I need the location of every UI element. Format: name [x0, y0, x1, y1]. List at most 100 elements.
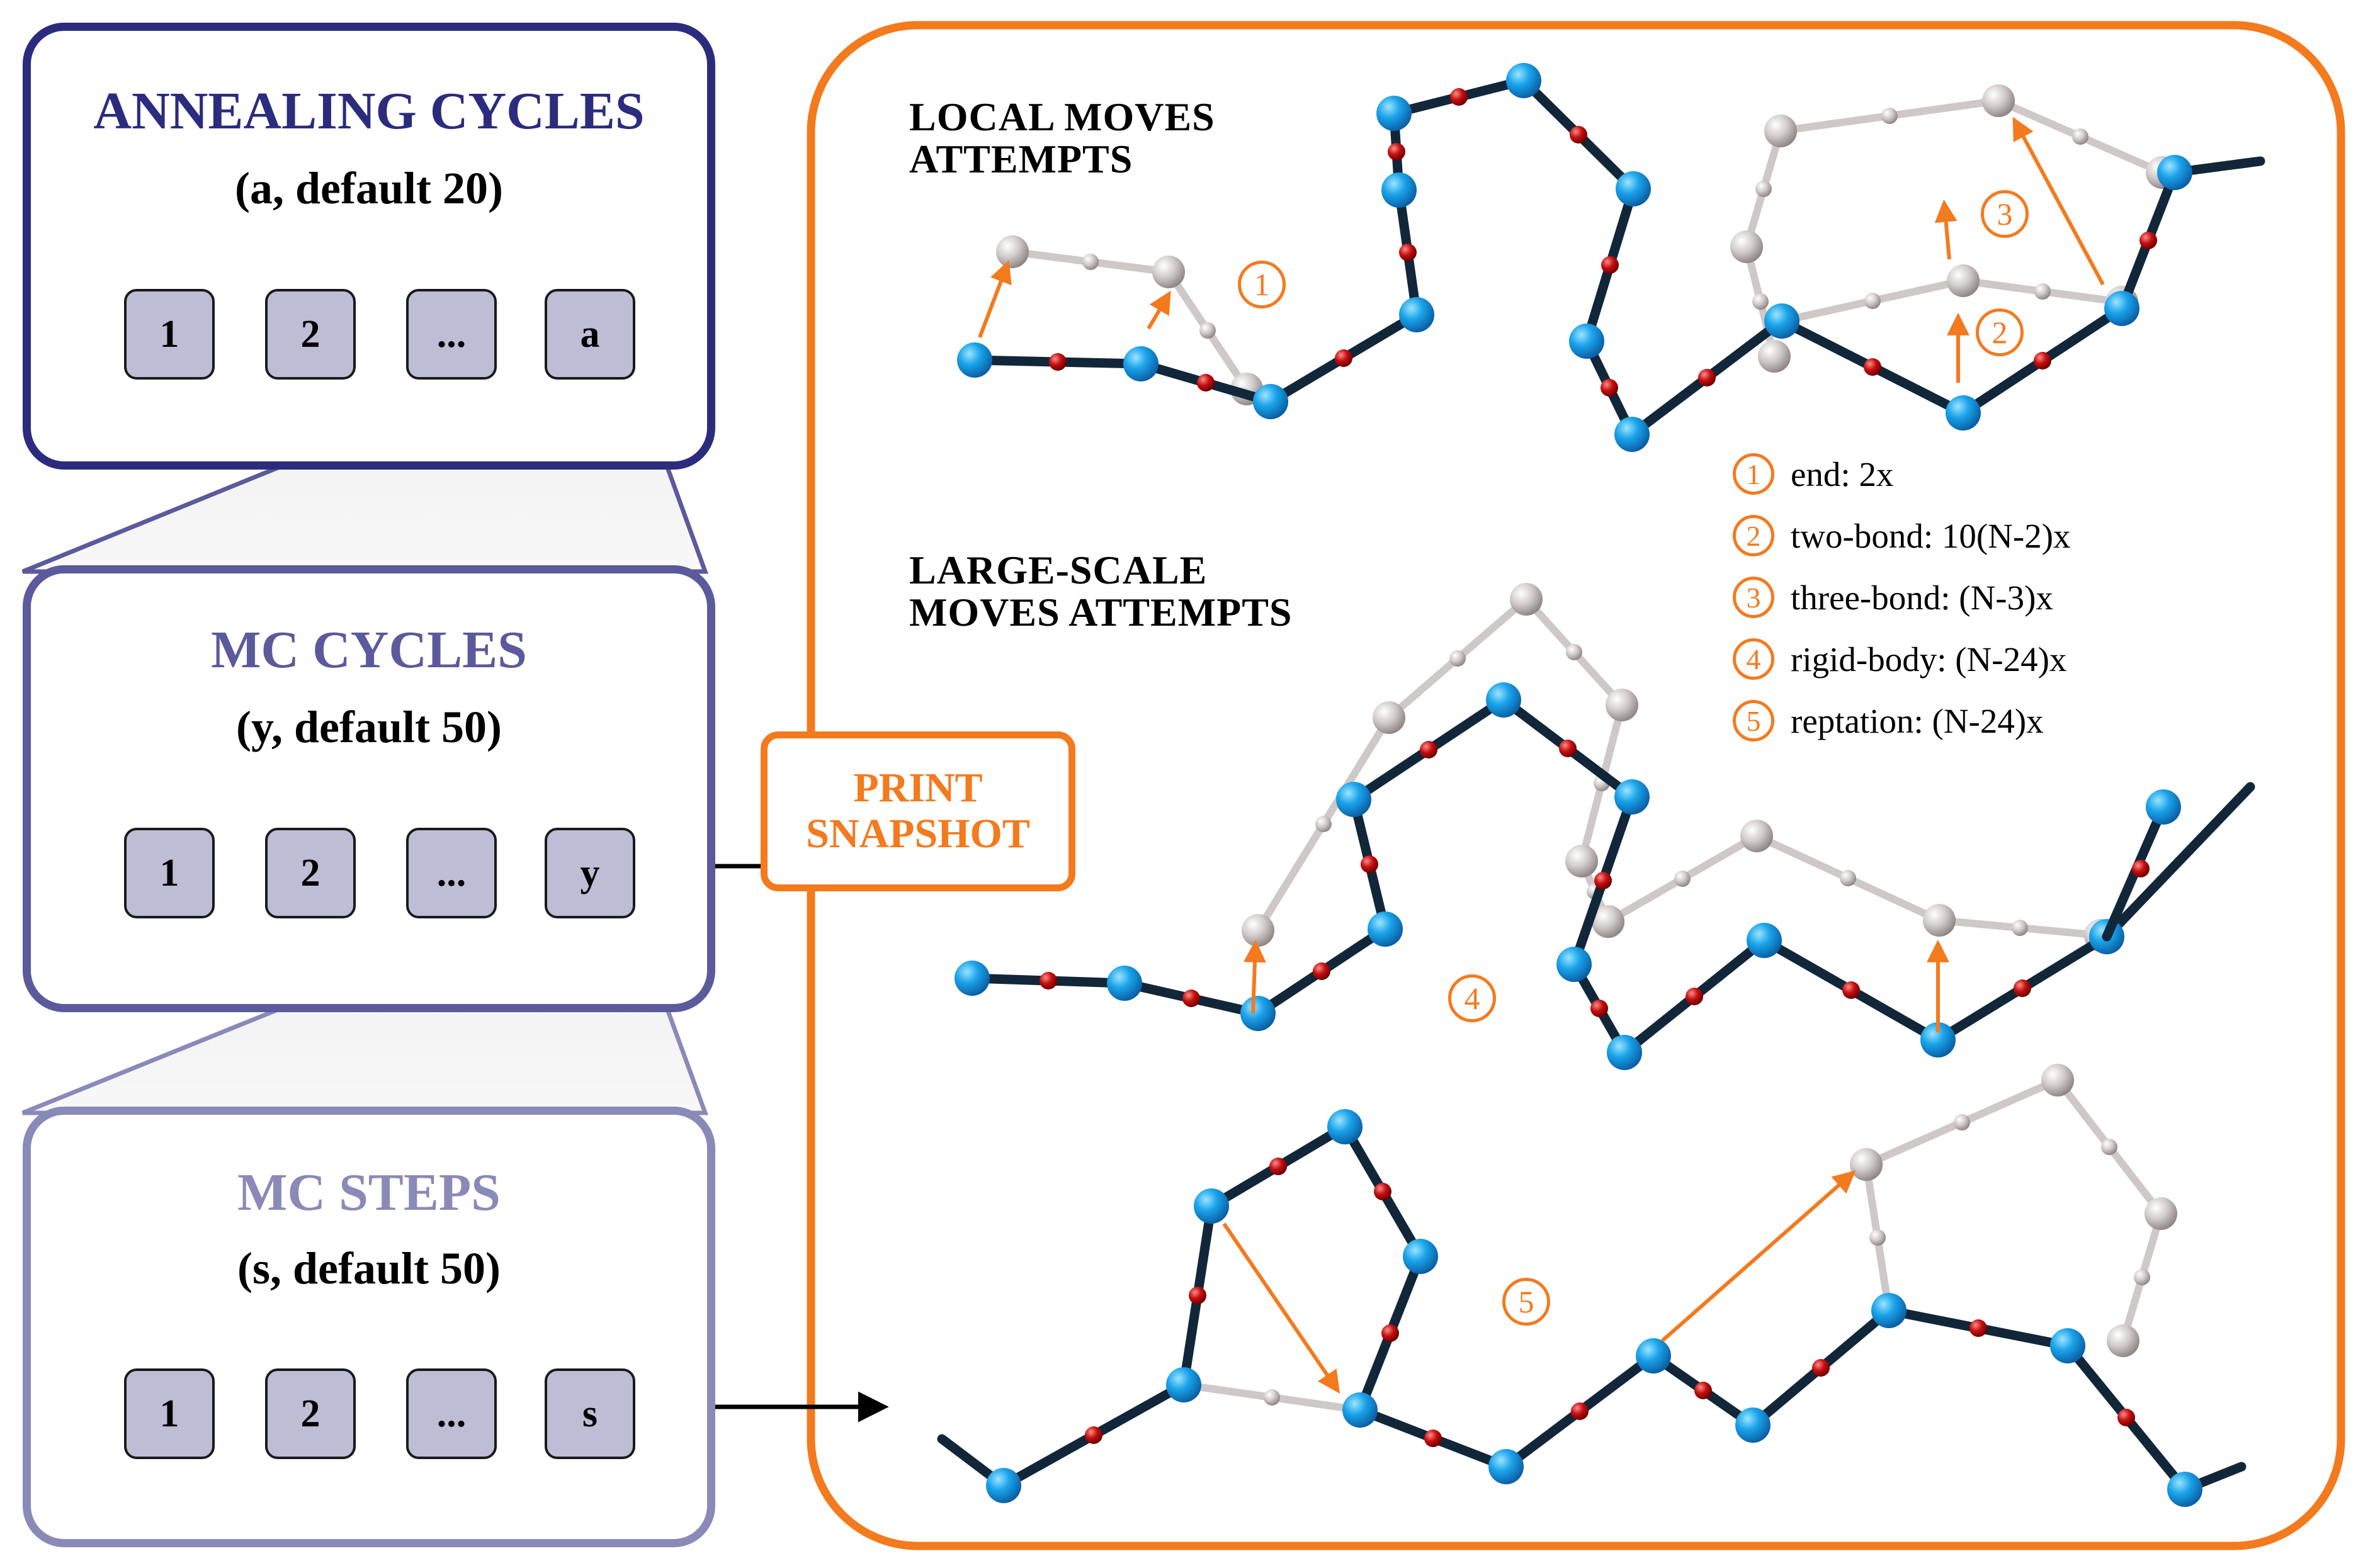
rigid-body-chain-bead	[955, 961, 990, 996]
reptation-chain-small-bead	[1424, 1430, 1442, 1447]
reptation-chain-bead	[1403, 1239, 1438, 1274]
rigid-body-ghost-b-small-bead	[2012, 920, 2028, 936]
mc-steps-title: MC STEPS	[237, 1163, 501, 1222]
reptation-ghost-c-small-bead	[1264, 1389, 1280, 1406]
local-three-bond-ghost-c-bead	[1982, 84, 2015, 117]
legend-number-4: 4	[1733, 638, 1774, 680]
reptation-ghost-b-small-bead	[1869, 1229, 1886, 1246]
mc-cycles-title: MC CYCLES	[211, 621, 527, 679]
local-chain-bead	[1569, 324, 1604, 359]
mc-cycles-box-1: 1	[124, 828, 215, 918]
rigid-body-ghost-bead	[1606, 689, 1638, 721]
reptation-chain-small-bead	[1571, 1402, 1589, 1420]
rigid-body-chain-small-bead	[1361, 855, 1378, 873]
rigid-body-ghost-b-bead	[1592, 905, 1624, 938]
local-chain-small-bead	[1450, 88, 1468, 106]
legend-number-3: 3	[1733, 577, 1774, 618]
annealing-title: ANNEALING CYCLES	[93, 82, 645, 140]
local-end-ghost-small-bead	[1082, 254, 1099, 270]
reptation-ghost-bead	[2145, 1197, 2177, 1230]
local-chain-small-bead	[1698, 369, 1716, 386]
rigid-body-ghost-b-bead	[1740, 820, 1773, 852]
rigid-body-ghost-bead	[1565, 845, 1598, 877]
rigid-body-ghost-small-bead	[1566, 644, 1582, 660]
annealing-box-ellipsis: ...	[406, 289, 497, 380]
local-chain-bead	[1616, 171, 1651, 206]
local-move-arrow-3b	[2012, 116, 2105, 286]
move-marker-4: 4	[1448, 974, 1496, 1022]
reptation-chain-bead	[2050, 1328, 2085, 1363]
local-chain-small-bead	[1601, 256, 1619, 274]
mc-steps-subtitle: (s, default 50)	[237, 1243, 501, 1294]
reptation-chain-bead	[1488, 1449, 1524, 1484]
reptation-ghost-b-bead	[1850, 1148, 1883, 1181]
reptation-arrow-b	[1661, 1170, 1856, 1343]
annealing-cycles-panel: ANNEALING CYCLES (a, default 20) 1 2 ...…	[23, 23, 715, 470]
legend-number-2: 2	[1733, 515, 1774, 556]
reptation-chain-small-bead	[1374, 1183, 1391, 1200]
local-three-bond-ghost-small-bead	[1755, 181, 1772, 197]
rigid-body-ghost-bead	[1373, 701, 1405, 734]
mc-cycles-box-y: y	[545, 828, 635, 918]
rigid-body-chain-small-bead	[1420, 741, 1437, 759]
rigid-body-chain-bead	[1614, 779, 1650, 815]
reptation-chain-small-bead	[1812, 1359, 1830, 1377]
annealing-box-1: 1	[124, 289, 215, 380]
reptation-chain-bead	[986, 1468, 1021, 1503]
reptation-arrow-a	[1222, 1222, 1340, 1394]
reptation-chain-small-bead	[1381, 1324, 1399, 1342]
reptation-ghost-small-bead	[2101, 1139, 2117, 1155]
local-three-bond-ghost-c-bead	[1764, 115, 1797, 147]
rigid-body-ghost-bead	[1510, 583, 1543, 616]
reptation-chain-bead	[1327, 1109, 1363, 1144]
reptation-chain-bead	[1194, 1188, 1229, 1224]
local-two-bond-ghost-small-bead	[1864, 293, 1881, 309]
local-three-bond-ghost-bead	[1758, 340, 1791, 373]
local-chain-small-bead	[1570, 126, 1587, 144]
rigid-body-chain-small-bead	[1559, 740, 1577, 757]
rigid-body-chain-bead	[1107, 966, 1142, 1001]
rigid-body-chain-bond	[2102, 782, 2255, 942]
local-chain-small-bead	[2139, 232, 2157, 249]
legend-number-5: 5	[1733, 700, 1774, 742]
local-chain-bead	[1381, 172, 1417, 208]
print-snapshot-line2: SNAPSHOT	[806, 811, 1030, 857]
local-chain-bead	[1123, 346, 1159, 381]
rigid-body-chain-small-bead	[1182, 990, 1200, 1007]
reptation-ghost-small-bead	[2134, 1269, 2150, 1285]
mc-cycles-panel: MC CYCLES (y, default 50) 1 2 ... y	[23, 565, 715, 1012]
reptation-chain-bead	[1735, 1407, 1771, 1443]
rigid-body-chain-small-bead	[1313, 962, 1330, 980]
print-snapshot-line1: PRINT	[853, 765, 983, 811]
rigid-body-chain-bead	[2146, 789, 2181, 825]
local-chain-small-bead	[1601, 379, 1618, 397]
reptation-chain-bead	[2167, 1472, 2202, 1507]
rigid-body-chain-small-bead	[1040, 972, 1057, 990]
local-chain-bead	[1376, 96, 1412, 131]
reptation-chain-small-bead	[1969, 1319, 1987, 1337]
rigid-body-ghost-b-bead	[1923, 904, 1956, 937]
local-three-bond-ghost-c-small-bead	[1881, 108, 1898, 124]
local-end-ghost-small-bead	[1199, 322, 1216, 339]
mc-steps-box-1: 1	[124, 1368, 215, 1459]
local-chain-bead	[1614, 417, 1650, 452]
reptation-chain-small-bead	[2117, 1409, 2135, 1426]
local-chain-bead	[1399, 297, 1434, 332]
local-chain-bead	[2104, 291, 2139, 326]
mc-steps-box-2: 2	[265, 1368, 356, 1459]
reptation-ghost-bead	[2107, 1324, 2139, 1357]
move-marker-3: 3	[1981, 190, 2029, 238]
rigid-body-ghost-b-small-bead	[1674, 871, 1691, 887]
local-chain-small-bead	[1197, 374, 1215, 392]
local-chain-small-bead	[1388, 143, 1405, 161]
local-chain-bead	[1506, 63, 1541, 98]
reptation-chain-bead	[1166, 1367, 1201, 1402]
mc-cycles-box-ellipsis: ...	[406, 828, 497, 918]
local-move-arrow-1	[978, 260, 1012, 339]
reptation-chain-bead	[1871, 1293, 1907, 1328]
rigid-body-ghost-bead	[1242, 914, 1274, 947]
mc-steps-panel: MC STEPS (s, default 50) 1 2 ... s	[23, 1107, 715, 1547]
reptation-ghost-small-bead	[1954, 1114, 1970, 1131]
rigid-body-chain-small-bead	[1590, 1000, 1608, 1017]
